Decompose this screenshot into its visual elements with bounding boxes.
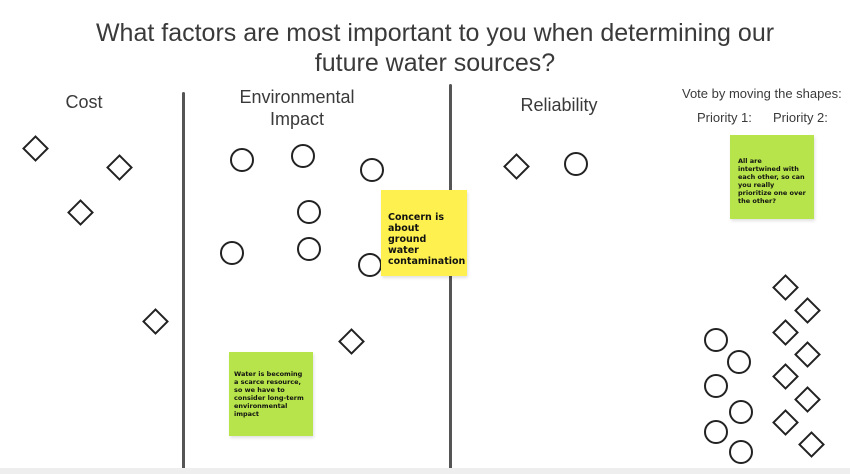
sticky-note-scarce-resource[interactable]: Water is becoming a scarce resource, so … — [229, 352, 313, 436]
diamond-vote-shape[interactable] — [772, 409, 799, 436]
column-heading-reliability: Reliability — [520, 95, 598, 115]
circle-vote-shape[interactable] — [727, 350, 751, 374]
canvas-bottom-edge — [0, 468, 850, 474]
diamond-vote-shape[interactable] — [142, 308, 169, 335]
circle-vote-shape[interactable] — [230, 148, 254, 172]
question-title: What factors are most important to you w… — [95, 19, 775, 77]
sticky-note-intertwined[interactable]: All are intertwined with each other, so … — [730, 135, 814, 219]
vote-instructions: Vote by moving the shapes: — [682, 86, 842, 101]
diamond-vote-shape[interactable] — [338, 328, 365, 355]
diamond-vote-shape[interactable] — [772, 274, 799, 301]
diamond-vote-shape[interactable] — [798, 431, 825, 458]
circle-vote-shape[interactable] — [360, 158, 384, 182]
circle-vote-shape[interactable] — [704, 374, 728, 398]
priority-2-label: Priority 2: — [773, 110, 828, 125]
column-heading-environmental-impact: Environmental Impact — [239, 87, 355, 129]
circle-vote-shape[interactable] — [564, 152, 588, 176]
diamond-vote-shape[interactable] — [794, 297, 821, 324]
circle-vote-shape[interactable] — [729, 400, 753, 424]
circle-vote-shape[interactable] — [704, 328, 728, 352]
column-divider-2 — [449, 84, 452, 470]
diamond-vote-shape[interactable] — [67, 199, 94, 226]
circle-vote-shape[interactable] — [291, 144, 315, 168]
diamond-vote-shape[interactable] — [503, 153, 530, 180]
diamond-vote-shape[interactable] — [772, 363, 799, 390]
column-divider-1 — [182, 92, 185, 470]
circle-vote-shape[interactable] — [297, 200, 321, 224]
priority-1-label: Priority 1: — [697, 110, 752, 125]
diamond-vote-shape[interactable] — [772, 319, 799, 346]
diamond-vote-shape[interactable] — [794, 341, 821, 368]
circle-vote-shape[interactable] — [297, 237, 321, 261]
circle-vote-shape[interactable] — [358, 253, 382, 277]
diamond-vote-shape[interactable] — [106, 154, 133, 181]
diamond-vote-shape[interactable] — [22, 135, 49, 162]
circle-vote-shape[interactable] — [704, 420, 728, 444]
circle-vote-shape[interactable] — [729, 440, 753, 464]
sticky-note-groundwater[interactable]: Concern is about ground water contaminat… — [381, 190, 467, 276]
diamond-vote-shape[interactable] — [794, 386, 821, 413]
column-heading-cost: Cost — [65, 92, 103, 112]
circle-vote-shape[interactable] — [220, 241, 244, 265]
